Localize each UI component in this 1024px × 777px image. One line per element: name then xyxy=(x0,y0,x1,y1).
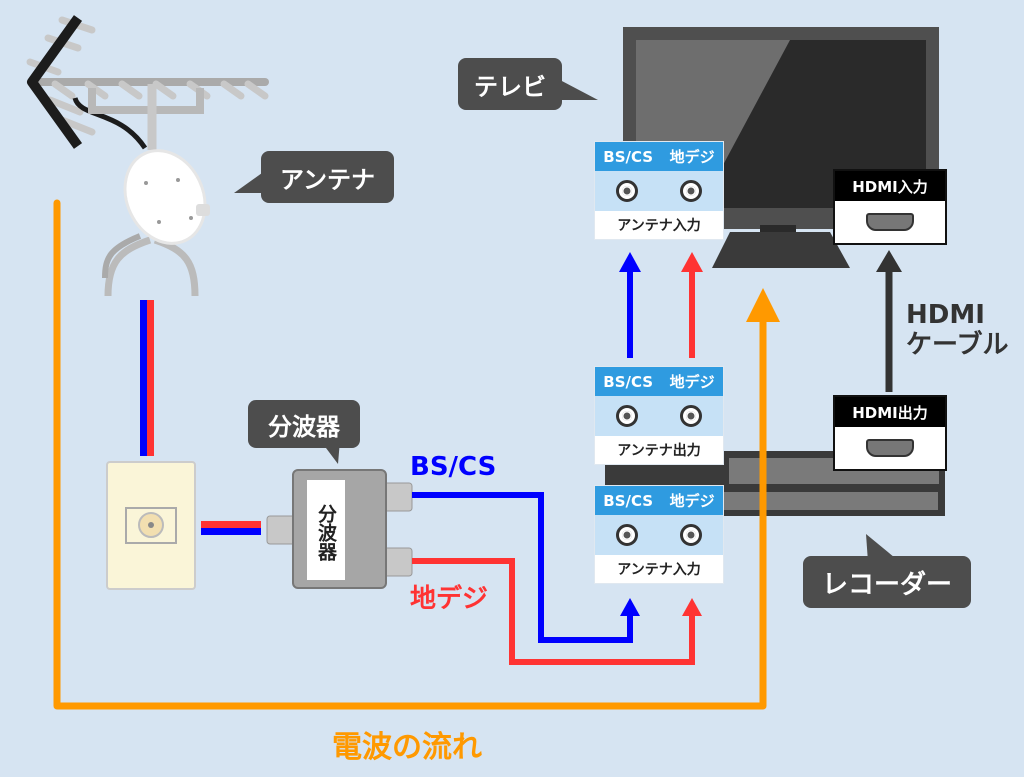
cable-terrestrial-segment xyxy=(201,521,261,528)
bs-cs-signal-line xyxy=(412,492,633,643)
terrestrial-port-label: 地デジ xyxy=(669,492,715,510)
splitter-body-label: 分波器 xyxy=(315,503,337,561)
coax-port-icon xyxy=(680,524,702,546)
hdmi-cable-label-line2: ケーブル xyxy=(906,330,1009,360)
hdmi-port-icon xyxy=(866,213,914,231)
cable-bs-segment xyxy=(201,528,261,535)
terrestrial-label: 地デジ xyxy=(410,584,489,614)
panel-footer-label: アンテナ出力 xyxy=(617,443,701,459)
cable-bs-segment xyxy=(140,300,147,456)
bs-cs-port-label: BS/CS xyxy=(603,372,654,391)
tv-antenna-input-panel: BS/CS 地デジ アンテナ入力 xyxy=(594,141,724,240)
arrow-up-icon xyxy=(619,252,641,272)
arrow-up-icon xyxy=(746,288,780,322)
coax-port-icon xyxy=(616,180,638,202)
terrestrial-signal-line xyxy=(412,558,695,665)
antenna-callout: アンテナ xyxy=(261,151,394,203)
arrow-up-icon xyxy=(876,250,902,272)
cable-terrestrial-segment xyxy=(147,300,154,456)
coax-port-icon xyxy=(680,180,702,202)
coax-port-icon xyxy=(616,405,638,427)
tv-icon xyxy=(623,27,939,268)
bs-cs-port-label: BS/CS xyxy=(603,491,654,510)
hdmi-cable-label-line1: HDMI xyxy=(906,300,985,330)
coax-port-icon xyxy=(680,405,702,427)
wall-outlet-icon xyxy=(106,461,196,590)
terrestrial-port-label: 地デジ xyxy=(669,148,715,166)
arrow-up-icon xyxy=(681,252,703,272)
panel-footer-label: アンテナ入力 xyxy=(617,562,701,578)
signal-flow-line xyxy=(53,199,767,710)
tv-callout: テレビ xyxy=(458,58,562,110)
splitter-icon xyxy=(266,469,413,589)
hdmi-cable-label: HDMI ケーブル xyxy=(906,300,1008,360)
recorder-antenna-output-panel: BS/CS 地デジ アンテナ出力 xyxy=(594,366,724,465)
coax-port-icon xyxy=(616,524,638,546)
bs-cs-port-label: BS/CS xyxy=(603,147,654,166)
splitter-callout: 分波器 xyxy=(248,400,360,448)
bs-cs-label: BS/CS xyxy=(410,452,497,482)
recorder-callout: レコーダー xyxy=(803,556,971,608)
hdmi-output-label: HDMI出力 xyxy=(835,397,945,427)
recorder-hdmi-output-panel: HDMI出力 xyxy=(833,395,947,471)
signal-flow-label: 電波の流れ xyxy=(332,730,482,765)
arrow-up-icon xyxy=(620,598,640,616)
panel-footer-label: アンテナ入力 xyxy=(617,218,701,234)
antenna-icon xyxy=(26,15,269,297)
tv-hdmi-input-panel: HDMI入力 xyxy=(833,169,947,245)
hdmi-port-icon xyxy=(866,439,914,457)
terrestrial-port-label: 地デジ xyxy=(669,373,715,391)
hdmi-input-label: HDMI入力 xyxy=(835,171,945,201)
arrow-up-icon xyxy=(682,598,702,616)
recorder-antenna-input-panel: BS/CS 地デジ アンテナ入力 xyxy=(594,485,724,584)
